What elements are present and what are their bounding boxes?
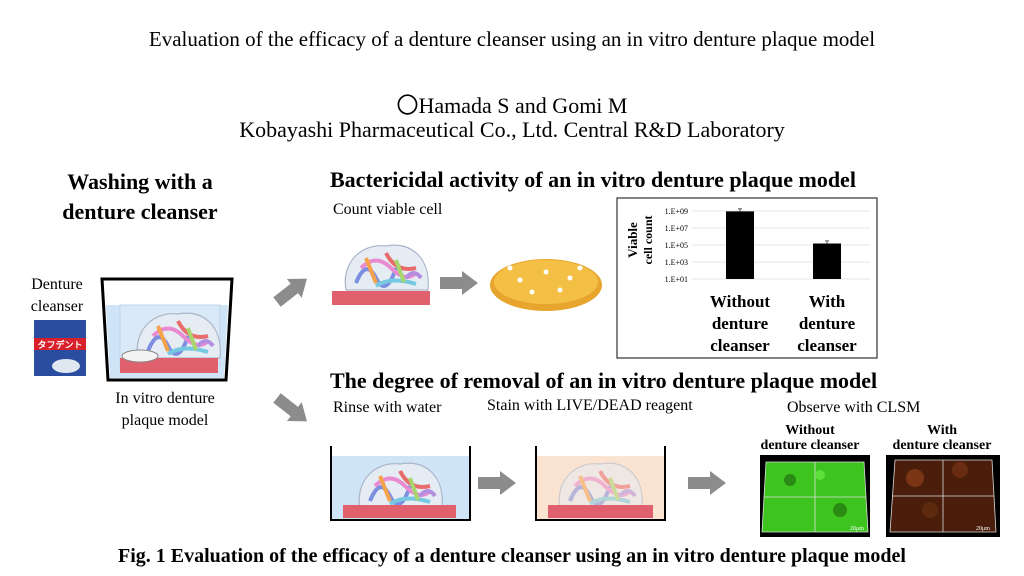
rinse-container-illustration <box>330 446 471 521</box>
observe-label: Observe with CLSM <box>787 399 921 416</box>
arrow-right-icon <box>478 471 516 495</box>
model-label-line1: In vitro denture <box>115 390 215 407</box>
clsm-with-label: With denture cleanser <box>882 423 1002 453</box>
denture-cleanser-product-image: タフデント <box>34 320 86 376</box>
arrow-right-icon <box>440 271 478 295</box>
figure-caption: Fig. 1 Evaluation of the efficacy of a d… <box>118 545 906 567</box>
x-category-label: cleanser <box>710 336 770 355</box>
y-axis-label: cell count <box>641 216 655 265</box>
clsm-with-line1: With <box>926 423 958 438</box>
cleanser-label: Denture cleanser <box>22 274 92 318</box>
cleanser-label-line2: cleanser <box>30 298 84 315</box>
y-axis-label: Viable <box>625 222 640 258</box>
y-tick-label: 1.E+03 <box>665 258 688 267</box>
rinse-label: Rinse with water <box>333 399 442 416</box>
washing-heading: Washing with a denture cleanser <box>40 167 240 227</box>
arrow-to-bactericidal-icon <box>269 269 315 312</box>
scale-bar-label: 20μm <box>850 526 864 532</box>
x-category-label: denture <box>712 314 769 333</box>
svg-text:タフデント: タフデント <box>37 339 82 350</box>
clsm-with-line2: denture cleanser <box>892 438 992 453</box>
x-category-label: With <box>809 292 846 311</box>
clsm-image-with-cleanser: 20μm <box>886 455 1000 537</box>
washing-container-illustration <box>100 277 234 382</box>
arrow-right-icon <box>688 471 726 495</box>
model-label-line2: plaque model <box>121 412 209 429</box>
x-category-label: denture <box>799 314 856 333</box>
bar <box>813 243 841 279</box>
stain-container-illustration <box>535 446 666 521</box>
cleanser-label-line1: Denture <box>31 276 83 293</box>
clsm-without-label: Without denture cleanser <box>750 423 870 453</box>
authors: 〇Hamada S and Gomi M <box>396 93 628 118</box>
chart-frame <box>616 197 878 359</box>
plaque-model-illustration <box>332 243 431 305</box>
y-tick-label: 1.E+07 <box>665 224 688 233</box>
clsm-without-line1: Without <box>785 423 835 438</box>
petri-dish-icon <box>490 259 602 311</box>
clsm-without-line2: denture cleanser <box>760 438 860 453</box>
model-label: In vitro denture plaque model <box>95 388 235 432</box>
y-tick-label: 1.E+01 <box>665 275 688 284</box>
poster-title: Evaluation of the efficacy of a denture … <box>148 27 876 51</box>
affiliation: Kobayashi Pharmaceutical Co., Ltd. Centr… <box>239 117 785 142</box>
washing-heading-line2: denture cleanser <box>62 199 218 224</box>
y-tick-label: 1.E+05 <box>665 241 688 250</box>
x-category-label: Without <box>710 292 770 311</box>
removal-heading: The degree of removal of an in vitro den… <box>330 368 878 393</box>
x-category-label: cleanser <box>797 336 857 355</box>
scale-bar-label: 20μm <box>976 526 990 532</box>
bar <box>726 211 754 279</box>
bactericidal-heading: Bactericidal activity of an in vitro den… <box>330 167 856 192</box>
y-tick-label: 1.E+09 <box>665 207 688 216</box>
washing-heading-line1: Washing with a <box>67 169 213 194</box>
arrow-to-removal-icon <box>269 388 315 431</box>
count-viable-cell-label: Count viable cell <box>333 201 443 218</box>
stain-label: Stain with LIVE/DEAD reagent <box>487 397 693 414</box>
clsm-image-without-cleanser: 20μm <box>760 455 870 537</box>
